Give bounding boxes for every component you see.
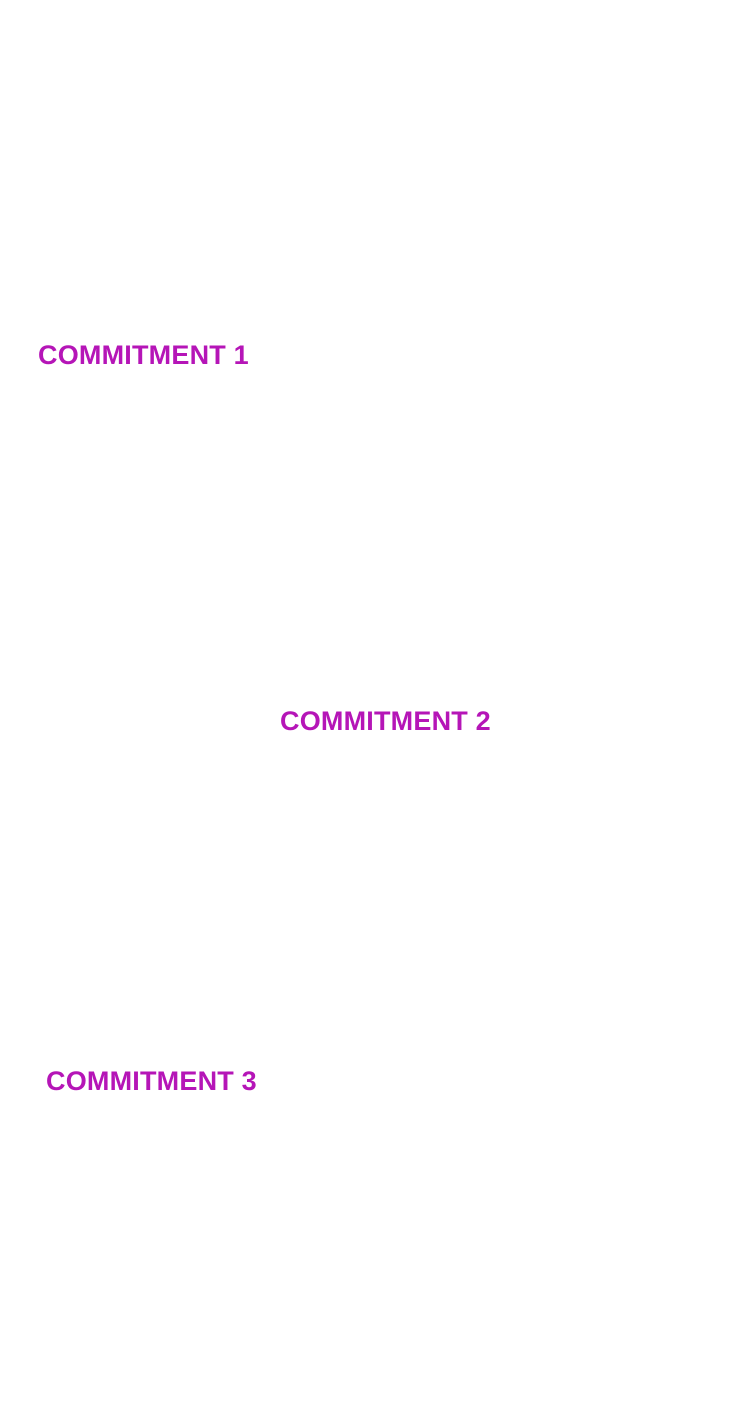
commitment-1-heading: COMMITMENT 1 [38, 340, 249, 370]
commitment-3-heading: COMMITMENT 3 [46, 1066, 257, 1096]
commitment-2-heading: COMMITMENT 2 [280, 706, 491, 736]
